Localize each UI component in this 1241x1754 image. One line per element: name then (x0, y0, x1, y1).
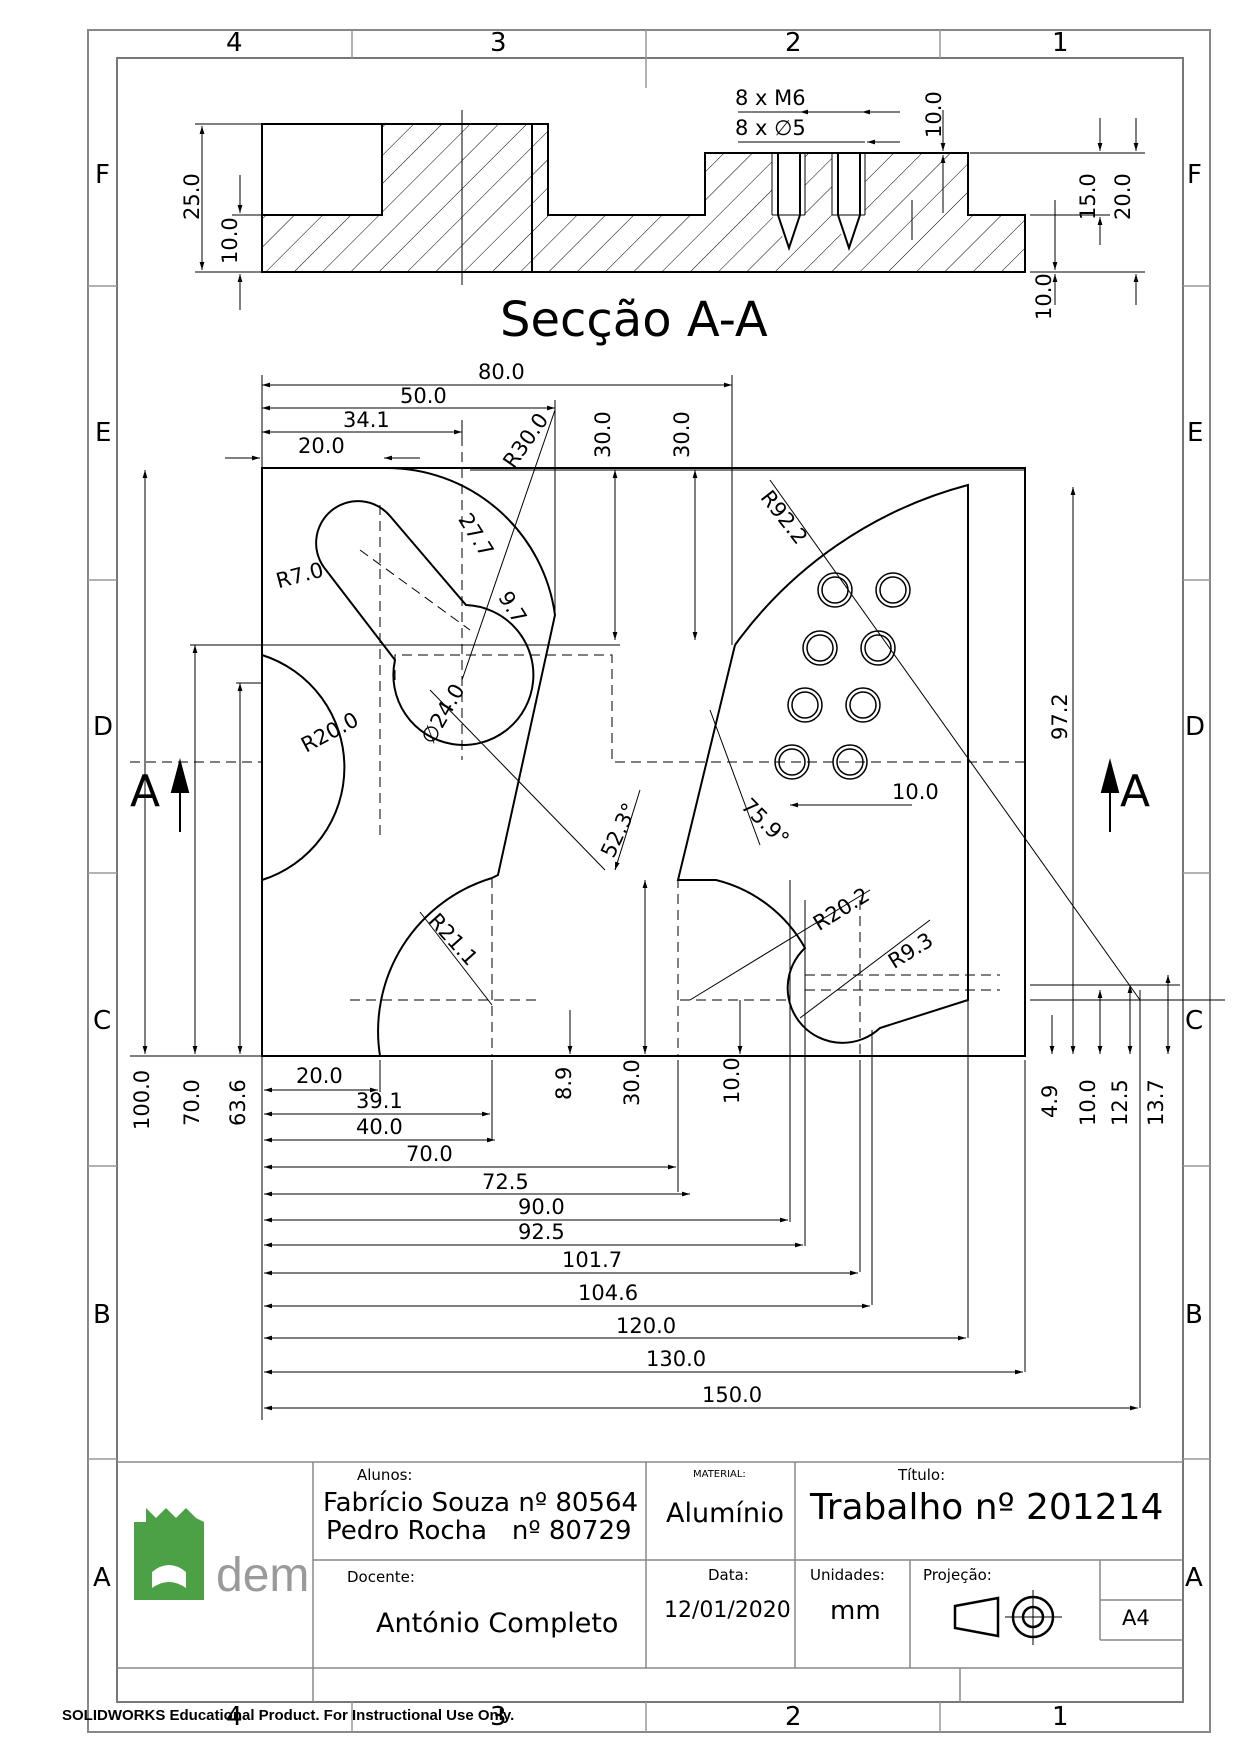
zone-row-c-right: C (1185, 1006, 1204, 1036)
dem-logo-text: dem (216, 1549, 310, 1602)
dim-100: 100.0 (130, 1069, 154, 1130)
dim-40: 40.0 (356, 1115, 403, 1139)
zone-row-d-left: D (93, 712, 114, 742)
section-title: Secção A-A (500, 292, 768, 348)
dim-39-1: 39.1 (356, 1089, 403, 1113)
section-mark-right: A (1120, 766, 1151, 817)
zone-row-b-left: B (93, 1300, 111, 1330)
teacher-label: Docente: (347, 1568, 415, 1586)
zone-row-f-left: F (95, 160, 110, 190)
zone-row-f-right: F (1187, 160, 1202, 190)
zone-col-4-bottom: 4 (226, 1702, 243, 1732)
zone-row-b-right: B (1185, 1300, 1203, 1330)
dim-101-7: 101.7 (562, 1248, 623, 1272)
students-label: Alunos: (357, 1466, 413, 1484)
student-1: Fabrício Souza nº 80564 (323, 1488, 639, 1518)
dim-30-mid: 30.0 (620, 1059, 644, 1106)
dim-4-9: 4.9 (1038, 1084, 1062, 1118)
section-view (195, 109, 1145, 310)
dim-120: 120.0 (616, 1314, 677, 1338)
dim-30-b: 30.0 (670, 411, 694, 458)
zone-row-e-left: E (95, 418, 112, 448)
dim-30-a: 30.0 (591, 411, 615, 458)
dim-150: 150.0 (702, 1383, 763, 1407)
dim-8-9: 8.9 (552, 1066, 576, 1100)
dim-90: 90.0 (518, 1195, 565, 1219)
units-value: mm (830, 1596, 881, 1626)
zone-col-1-bottom: 1 (1052, 1702, 1069, 1732)
dim-section-25: 25.0 (180, 173, 204, 220)
zone-row-d-right: D (1185, 712, 1206, 742)
zone-row-e-right: E (1187, 418, 1204, 448)
zone-col-2-bottom: 2 (785, 1702, 802, 1732)
section-arrows (170, 758, 1120, 832)
zone-col-4-top: 4 (226, 28, 243, 58)
dim-10-right: 10.0 (1076, 1079, 1100, 1126)
zone-col-3-top: 3 (490, 28, 507, 58)
dim-130: 130.0 (646, 1347, 707, 1371)
dim-10-holes: 10.0 (892, 780, 939, 804)
zone-col-2-top: 2 (785, 28, 802, 58)
inner-border (116, 57, 1184, 1703)
projection-label: Projeção: (923, 1566, 992, 1584)
hidden-lines (130, 420, 1025, 1056)
dim-thread: 8 x M6 (735, 86, 806, 110)
dim-50: 50.0 (400, 384, 447, 408)
dim-70-left: 70.0 (180, 1079, 204, 1126)
section-mark-left: A (130, 766, 161, 817)
teacher-name: António Completo (376, 1608, 619, 1639)
student-2: Pedro Rocha nº 80729 (326, 1516, 632, 1546)
zone-row-a-right: A (1185, 1563, 1203, 1593)
drawing-title: Trabalho nº 201214 (810, 1487, 1164, 1528)
zone-row-c-left: C (93, 1006, 112, 1036)
date-label: Data: (708, 1566, 749, 1584)
dim-70-bottom: 70.0 (406, 1142, 453, 1166)
dim-72-5: 72.5 (482, 1170, 529, 1194)
zone-col-3-bottom: 3 (490, 1702, 507, 1732)
sheet-border (87, 29, 1211, 1733)
dem-logo (134, 1508, 204, 1600)
dim-20-top: 20.0 (298, 434, 345, 458)
dim-63-6: 63.6 (226, 1079, 250, 1126)
dim-12-5: 12.5 (1108, 1079, 1132, 1126)
dim-92-5: 92.5 (518, 1220, 565, 1244)
dim-hole: 8 x ∅5 (735, 116, 806, 140)
dim-section-10a: 10.0 (922, 91, 946, 138)
dim-section-10c: 10.0 (1032, 273, 1056, 320)
dim-97-2: 97.2 (1048, 693, 1072, 740)
watermark-footer: SOLIDWORKS Educational Product. For Inst… (62, 1707, 515, 1724)
dimension-lines (130, 375, 1225, 1420)
date-value: 12/01/2020 (664, 1598, 791, 1623)
dim-10-mid: 10.0 (720, 1057, 744, 1104)
dim-section-15: 15.0 (1076, 173, 1100, 220)
units-label: Unidades: (810, 1566, 885, 1584)
material-label: MATERIAL: (693, 1469, 746, 1480)
zone-col-1-top: 1 (1052, 28, 1069, 58)
zone-row-a-left: A (93, 1563, 111, 1593)
zone-ticks (88, 30, 1210, 1732)
projection-symbol (953, 1590, 1062, 1645)
sheet-size: A4 (1122, 1606, 1150, 1630)
dim-34-1: 34.1 (343, 408, 390, 432)
title-block-lines (117, 1461, 1183, 1702)
dim-section-10b: 10.0 (218, 217, 242, 264)
title-label: Título: (898, 1466, 946, 1484)
dim-13-7: 13.7 (1144, 1079, 1168, 1126)
dim-20-bottom: 20.0 (296, 1064, 343, 1088)
dim-80: 80.0 (478, 360, 525, 384)
dim-104-6: 104.6 (578, 1281, 639, 1305)
material-value: Alumínio (666, 1498, 785, 1529)
dim-section-20: 20.0 (1111, 173, 1135, 220)
